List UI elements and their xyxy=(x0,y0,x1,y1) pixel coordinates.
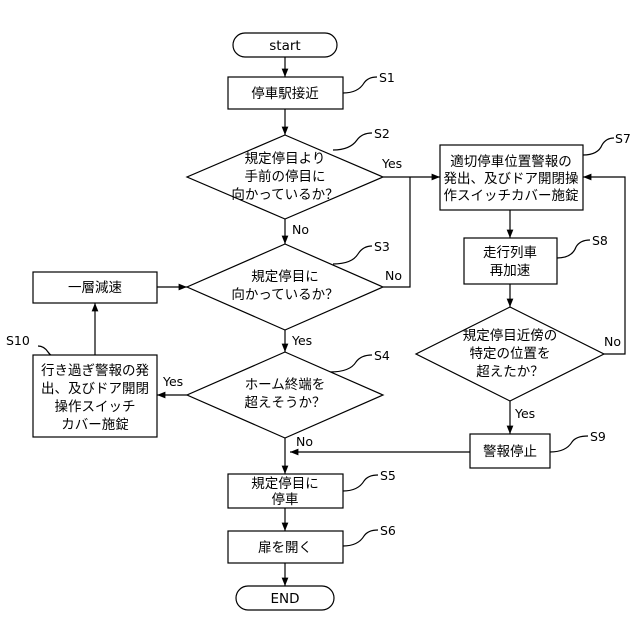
s3-line-2: 向かっているか？ xyxy=(231,287,338,303)
step-s1-box: 停車駅接近 xyxy=(228,77,343,109)
tag-s5: S5 xyxy=(380,468,396,483)
s2-no-label: No xyxy=(292,222,309,237)
s4-no-label: No xyxy=(296,434,313,449)
end-node: END xyxy=(236,586,334,610)
s8-line-1: 走行列車 xyxy=(483,245,537,261)
tag-s6: S6 xyxy=(380,523,396,538)
s10-line-2: 出、及びドア開閉 xyxy=(41,381,149,397)
s3-line-1: 規定停目に xyxy=(251,268,319,285)
s10-line-1: 行き過ぎ警報の発 xyxy=(41,363,149,379)
s4-yes-label: Yes xyxy=(162,374,183,389)
tag-s8: S8 xyxy=(592,233,608,248)
s6-label: 扉を開く xyxy=(258,540,312,556)
step-s6-box: 扉を開く xyxy=(228,531,343,563)
s5-line-2: 停車 xyxy=(272,491,299,508)
step-s7-box: 適切停車位置警報の 発出、及びドア開閉操 作スイッチカバー施錠 xyxy=(440,145,583,210)
s4-line-1: ホーム終端を xyxy=(245,377,326,393)
step-s9-box: 警報停止 xyxy=(470,434,550,468)
step-s5-box: 規定停目に 停車 xyxy=(228,474,343,508)
decel-label: 一層減速 xyxy=(68,279,122,296)
s8d-yes-label: Yes xyxy=(514,406,535,421)
step-s8-box: 走行列車 再加速 xyxy=(464,238,557,284)
decision-s3: 規定停目に 向かっているか？ xyxy=(187,244,383,330)
tag-s7: S7 xyxy=(615,131,631,146)
s8d-no-label: No xyxy=(604,334,621,349)
s2-line-2: 手前の停目に xyxy=(245,168,326,185)
s3-yes-label: Yes xyxy=(291,333,312,348)
s8d-line-1: 規定停目近傍の xyxy=(463,327,558,344)
tag-s3: S3 xyxy=(374,239,390,254)
s7-line-3: 作スイッチカバー施錠 xyxy=(444,188,579,204)
s10-line-4: カバー施錠 xyxy=(61,417,129,433)
tag-s2: S2 xyxy=(374,126,390,141)
s1-label: 停車駅接近 xyxy=(251,85,319,102)
s2-line-1: 規定停目より xyxy=(245,150,326,167)
s9-label: 警報停止 xyxy=(483,443,537,460)
s5-line-1: 規定停目に xyxy=(251,475,319,492)
s4-line-2: 超えそうか？ xyxy=(245,395,326,411)
s6-leader xyxy=(343,530,378,546)
decelerate-box: 一層減速 xyxy=(33,272,157,303)
s2-leader xyxy=(333,133,372,150)
decision-s2: 規定停目より 手前の停目に 向かっているか？ xyxy=(187,135,383,219)
edge-s8d-no-s7 xyxy=(583,177,625,354)
decision-s8-check: 規定停目近傍の 特定の位置を 超えたか？ xyxy=(416,307,604,401)
end-label: END xyxy=(270,591,299,607)
s8d-line-3: 超えたか？ xyxy=(476,364,544,380)
s2-yes-label: Yes xyxy=(381,156,402,171)
tag-s1: S1 xyxy=(379,70,395,85)
s1-leader xyxy=(343,77,377,93)
s2-line-3: 向かっているか？ xyxy=(231,187,338,203)
s3-no-label: No xyxy=(385,268,402,283)
s8-leader xyxy=(557,240,590,258)
tag-s9: S9 xyxy=(590,429,606,444)
start-node: start xyxy=(233,33,337,57)
s3-leader xyxy=(333,246,372,264)
step-s10-box: 行き過ぎ警報の発 出、及びドア開閉 操作スイッチ カバー施錠 xyxy=(33,355,157,437)
s9-leader xyxy=(550,436,588,452)
s10-line-3: 操作スイッチ xyxy=(55,399,136,415)
s7-line-1: 適切停車位置警報の xyxy=(450,153,572,170)
s5-leader xyxy=(343,475,378,491)
tag-s4: S4 xyxy=(374,348,390,363)
s4-leader xyxy=(330,355,372,372)
s7-leader xyxy=(583,138,614,155)
tag-s10: S10 xyxy=(6,333,30,348)
s8d-line-2: 特定の位置を xyxy=(470,346,551,362)
s7-line-2: 発出、及びドア開閉操 xyxy=(444,171,579,187)
s8-line-2: 再加速 xyxy=(490,263,531,279)
start-label: start xyxy=(269,38,300,54)
